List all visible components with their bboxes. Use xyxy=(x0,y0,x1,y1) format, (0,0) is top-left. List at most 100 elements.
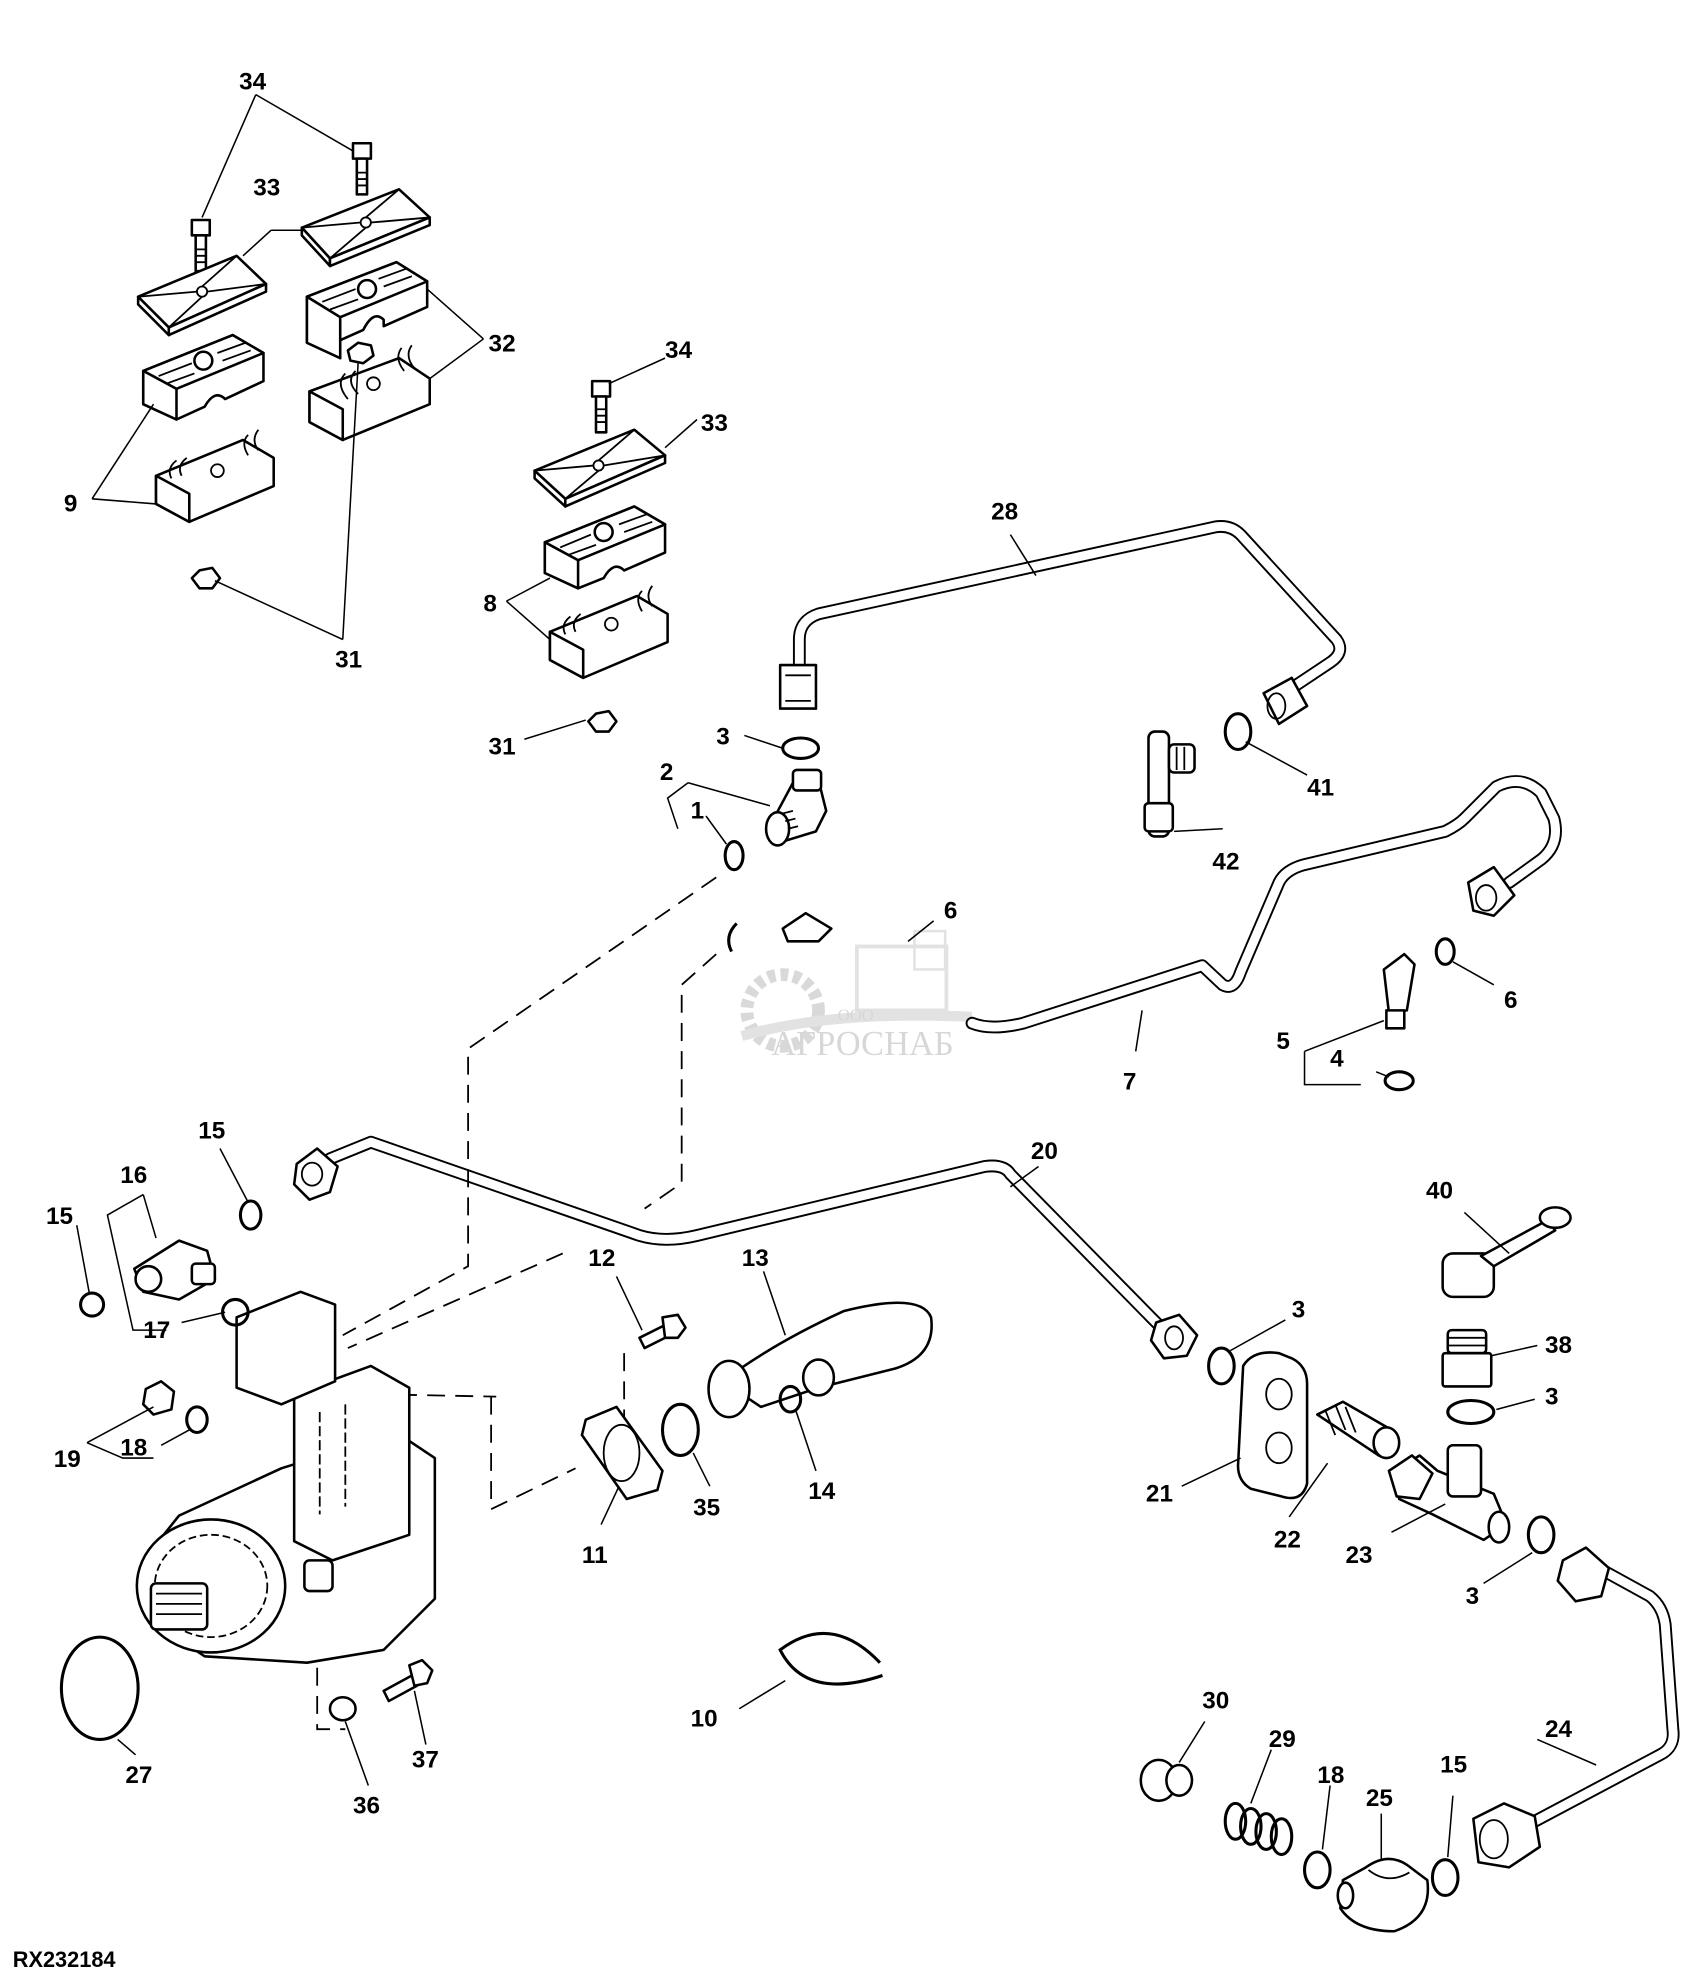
callout-2: 2 xyxy=(660,759,674,786)
o-ring-icon xyxy=(1430,1858,1460,1898)
washer-icon xyxy=(328,1695,357,1722)
callout-42: 42 xyxy=(1212,849,1239,876)
o-ring-icon xyxy=(1223,712,1253,752)
callout-5: 5 xyxy=(1276,1028,1290,1055)
callout-30: 30 xyxy=(1202,1688,1229,1715)
bolt-icon xyxy=(190,218,212,273)
tee-fitting-icon xyxy=(1387,1443,1511,1544)
callout-3: 3 xyxy=(1292,1296,1306,1323)
o-ring-icon xyxy=(727,922,738,953)
tube-28 xyxy=(778,520,1347,726)
o-ring-icon xyxy=(778,1384,803,1414)
callout-11: 11 xyxy=(582,1542,608,1569)
callout-21: 21 xyxy=(1146,1481,1173,1508)
cap-icon xyxy=(1441,1206,1572,1299)
callout-41: 41 xyxy=(1307,775,1334,802)
callout-22: 22 xyxy=(1274,1527,1301,1554)
callout-34: 34 xyxy=(665,337,693,364)
bolt-icon xyxy=(638,1313,687,1350)
tube-nut-icon xyxy=(1472,1802,1542,1869)
clamp-half-icon xyxy=(305,260,429,360)
o-ring-icon xyxy=(660,1402,700,1458)
elbow-fitting-icon xyxy=(781,911,833,943)
callout-18: 18 xyxy=(120,1434,147,1461)
callout-31: 31 xyxy=(489,734,516,761)
callout-1: 1 xyxy=(691,798,705,825)
bolt-icon xyxy=(590,379,612,434)
clamp-assembly-left xyxy=(136,141,432,590)
clamp-plate-icon xyxy=(300,188,432,268)
callout-19: 19 xyxy=(54,1446,81,1473)
plug-fitting-icon xyxy=(1441,1328,1493,1388)
callout-6: 6 xyxy=(944,897,958,924)
callout-38: 38 xyxy=(1545,1332,1572,1359)
callout-3: 3 xyxy=(716,723,730,750)
callout-37: 37 xyxy=(412,1747,439,1774)
valve-fitting-icon xyxy=(133,1239,217,1301)
o-ring-icon xyxy=(1207,1346,1236,1386)
callout-29: 29 xyxy=(1269,1726,1296,1753)
tube-nut-icon xyxy=(292,1147,339,1201)
hydraulic-pump xyxy=(135,1290,437,1664)
bolt-icon xyxy=(351,141,373,196)
callout-36: 36 xyxy=(353,1793,380,1820)
watermark-prefix: ООО xyxy=(838,1006,874,1025)
figure-id: RX232184 xyxy=(13,1947,116,1972)
callout-33: 33 xyxy=(701,410,728,437)
flange-gasket-icon xyxy=(580,1405,664,1501)
plug-icon xyxy=(141,1380,176,1416)
callout-15: 15 xyxy=(1440,1752,1467,1779)
callout-28: 28 xyxy=(991,498,1018,525)
callout-3: 3 xyxy=(1466,1583,1480,1610)
o-ring-icon xyxy=(1434,937,1456,966)
callout-15: 15 xyxy=(198,1117,225,1144)
nut-icon xyxy=(346,341,375,365)
callout-7: 7 xyxy=(1123,1069,1137,1096)
clamp-half-icon xyxy=(548,585,669,680)
tube-24 xyxy=(1472,1546,1680,1869)
callout-20: 20 xyxy=(1031,1138,1058,1165)
clamp-assembly-middle xyxy=(533,379,669,733)
clamp-half-icon xyxy=(543,505,667,590)
callout-31: 31 xyxy=(335,647,362,674)
callout-23: 23 xyxy=(1345,1542,1372,1569)
clamp-plate-icon xyxy=(533,428,667,508)
spring-icon xyxy=(1223,1801,1294,1857)
tube-nut-icon xyxy=(1466,865,1516,918)
nipple-fitting-icon xyxy=(1316,1400,1401,1460)
tube-nut-icon xyxy=(1149,1313,1199,1360)
tube-nut-icon xyxy=(1556,1546,1611,1603)
callout-10: 10 xyxy=(691,1706,718,1733)
nut-icon xyxy=(190,566,222,590)
callout-35: 35 xyxy=(693,1495,720,1522)
spacer-plate-icon xyxy=(1236,1351,1309,1500)
bolt-icon xyxy=(382,1658,434,1703)
callout-34: 34 xyxy=(239,69,267,96)
callout-9: 9 xyxy=(64,491,78,518)
o-ring-icon xyxy=(723,840,745,872)
plug-icon xyxy=(1139,1758,1194,1803)
callout-8: 8 xyxy=(483,590,497,617)
tube-20 xyxy=(292,1135,1199,1360)
o-ring-icon xyxy=(59,1635,140,1741)
callout-27: 27 xyxy=(125,1762,152,1789)
callout-33: 33 xyxy=(253,175,280,202)
callout-12: 12 xyxy=(588,1245,615,1272)
nut-icon xyxy=(587,709,618,733)
elbow-housing-icon xyxy=(1336,1857,1430,1933)
callout-4: 4 xyxy=(1330,1046,1344,1073)
tube-nut-icon xyxy=(1262,676,1309,726)
hose-elbow-icon xyxy=(707,1301,933,1419)
callout-40: 40 xyxy=(1426,1177,1453,1204)
clamp-plate-icon xyxy=(136,254,268,337)
tube-nut-icon xyxy=(778,663,818,710)
callout-16: 16 xyxy=(120,1162,147,1189)
leader-lines xyxy=(75,93,1597,1860)
clamp-half-icon xyxy=(308,344,432,442)
tube-7 xyxy=(965,775,1562,1034)
watermark-name: АГРОСНАБ xyxy=(771,1025,954,1063)
clamp-half-icon xyxy=(141,333,265,421)
o-ring-icon xyxy=(1383,1070,1415,1092)
